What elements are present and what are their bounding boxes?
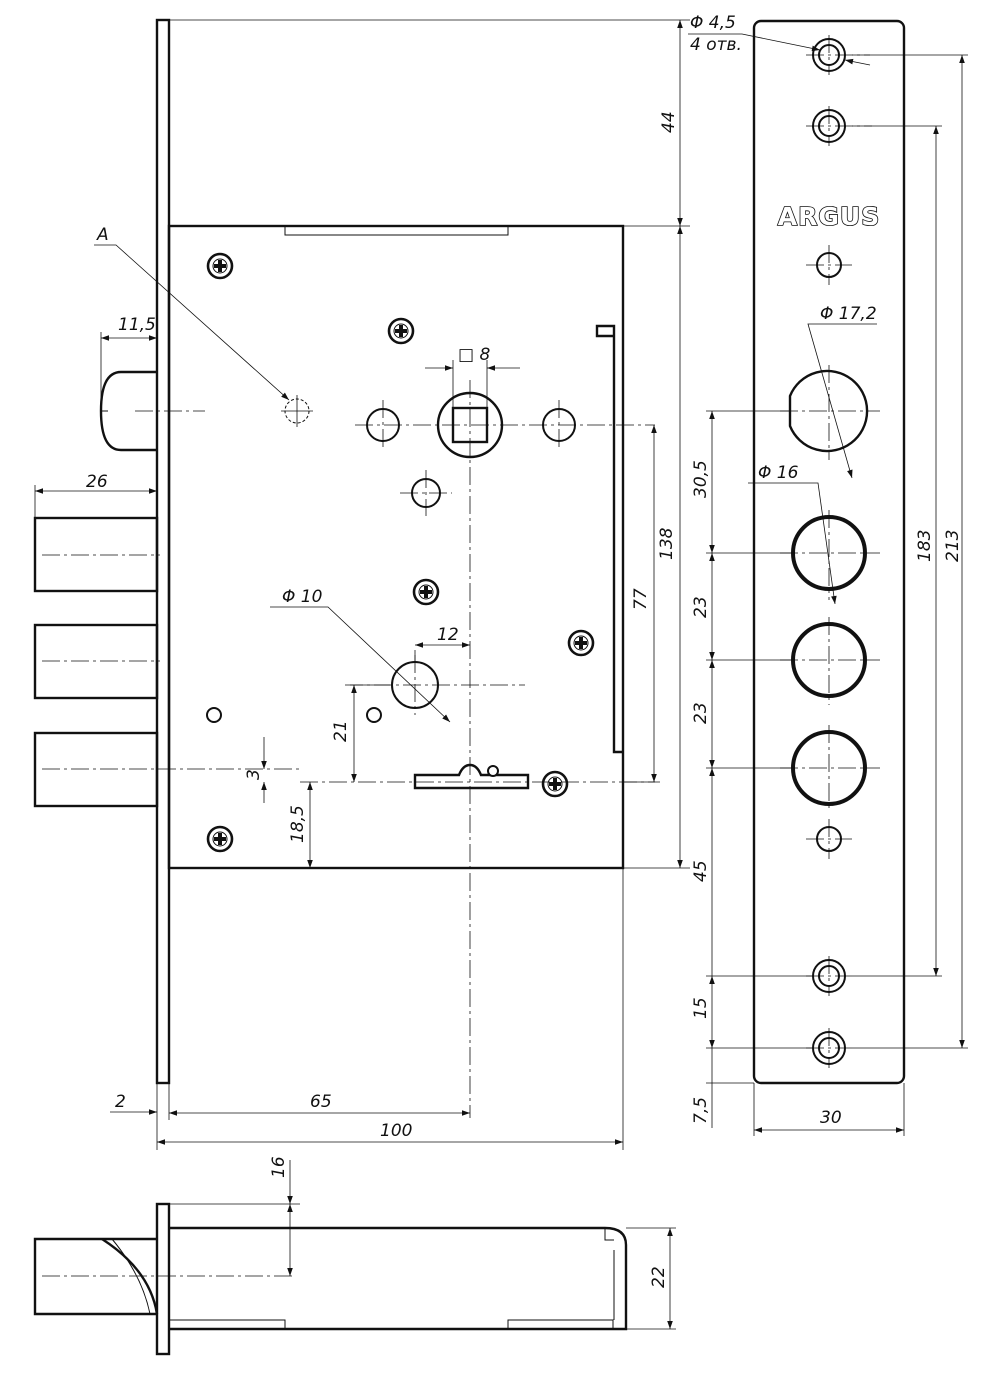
faceplate-dimensions: Φ 4,5 4 отв. Φ 17,2 Φ 16 30,5 23 23 15 7… bbox=[688, 13, 968, 1136]
screw-icon bbox=[206, 252, 234, 280]
plan-faceplate bbox=[155, 1202, 171, 1356]
dim-44: 44 bbox=[659, 111, 679, 133]
side-guide bbox=[595, 324, 623, 754]
dim-bolt-hole: Φ 16 bbox=[758, 463, 799, 483]
dim-77: 77 bbox=[631, 588, 651, 610]
screw-icon bbox=[541, 770, 569, 798]
front-view bbox=[33, 18, 655, 1118]
dim-7-5: 7,5 bbox=[691, 1097, 711, 1124]
dim-bolt-projection: 26 bbox=[86, 472, 108, 492]
dim-18-5: 18,5 bbox=[288, 805, 308, 843]
dim-30-5: 30,5 bbox=[691, 460, 711, 498]
dim-faceplate-width: 30 bbox=[820, 1108, 842, 1128]
dead-bolt-2 bbox=[33, 623, 159, 700]
dead-bolt-3 bbox=[33, 731, 159, 808]
dim-faceplate-thickness: 2 bbox=[115, 1092, 126, 1112]
screw-icon bbox=[412, 578, 440, 606]
dim-cylinder-hole: Φ 17,2 bbox=[820, 304, 877, 324]
dim-square: □ 8 bbox=[458, 345, 490, 365]
dim-21: 21 bbox=[331, 720, 351, 742]
plan-body bbox=[169, 1226, 628, 1331]
brand-logo: ARGUS bbox=[778, 202, 880, 231]
faceplate-view: ARGUS bbox=[752, 19, 906, 1085]
screw-icon bbox=[387, 317, 415, 345]
faceplate-edge bbox=[155, 18, 171, 1085]
plan-view: 16 22 bbox=[33, 1156, 676, 1356]
dead-bolt-1 bbox=[33, 516, 159, 593]
latch-opening bbox=[788, 369, 869, 453]
small-hole bbox=[366, 707, 382, 723]
dim-23-a: 23 bbox=[691, 596, 711, 618]
small-hole bbox=[206, 707, 222, 723]
dim-138: 138 bbox=[657, 527, 677, 560]
dim-23-b: 23 bbox=[691, 702, 711, 724]
dim-16: 16 bbox=[269, 1156, 289, 1178]
screw-icon bbox=[206, 825, 234, 853]
dim-backset: 65 bbox=[310, 1092, 332, 1112]
dim-backset-offset: 12 bbox=[437, 625, 459, 645]
plan-latch bbox=[33, 1237, 157, 1316]
dim-3: 3 bbox=[244, 769, 264, 780]
dim-mount-hole-count: 4 отв. bbox=[690, 35, 742, 55]
dim-183: 183 bbox=[915, 530, 935, 562]
dim-mount-hole: Φ 4,5 bbox=[690, 13, 736, 33]
dim-body-depth: 22 bbox=[649, 1266, 669, 1288]
screw-icon bbox=[567, 629, 595, 657]
dim-213: 213 bbox=[943, 530, 963, 562]
dim-body-width: 100 bbox=[380, 1121, 412, 1141]
front-dimensions: A 11,5 26 □ 8 Φ 10 12 21 3 18,5 bbox=[34, 19, 711, 1150]
key-slot bbox=[413, 763, 530, 790]
plan-slot-left bbox=[168, 1319, 286, 1330]
dim-hole-d10: Φ 10 bbox=[282, 587, 322, 607]
top-slot bbox=[284, 225, 509, 236]
dim-latch-projection: 11,5 bbox=[118, 315, 156, 335]
faceplate bbox=[752, 19, 906, 1085]
dim-15: 15 bbox=[691, 997, 711, 1019]
section-label-a: A bbox=[96, 225, 109, 245]
dim-45: 45 bbox=[691, 860, 711, 882]
plan-slot-right bbox=[507, 1319, 614, 1330]
